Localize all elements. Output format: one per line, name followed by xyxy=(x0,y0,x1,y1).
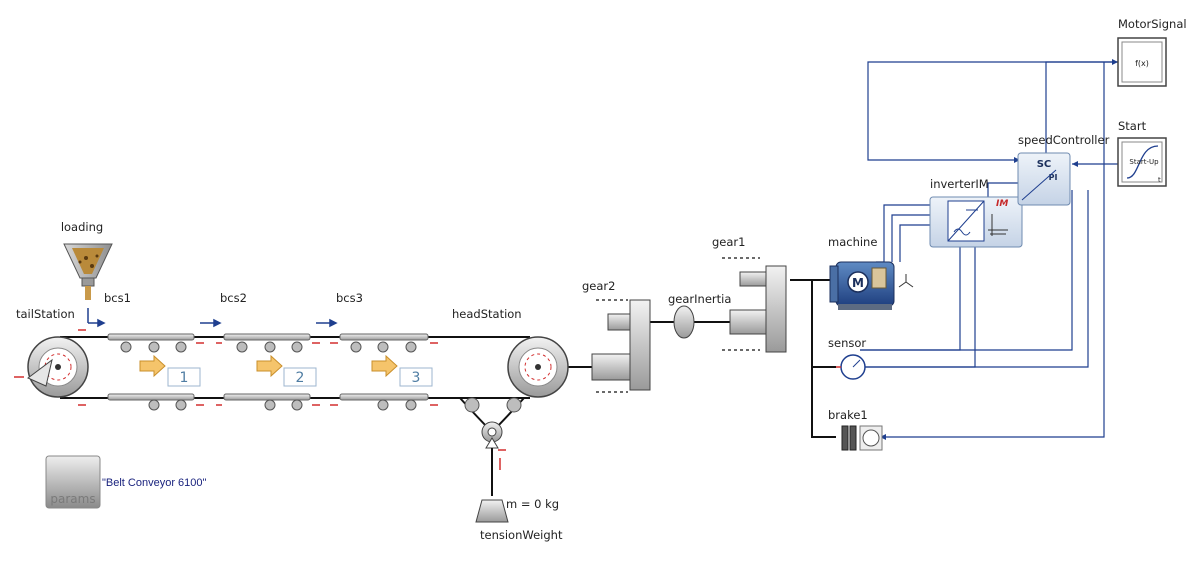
label-tail-station: tailStation xyxy=(16,307,75,321)
svg-text:IM: IM xyxy=(996,199,1008,209)
inverter-block[interactable]: IM xyxy=(929,196,1023,248)
svg-text:PI: PI xyxy=(1049,173,1058,182)
arrow-icon xyxy=(1072,161,1078,167)
gear-inertia-icon[interactable] xyxy=(673,305,695,339)
speed-controller-block[interactable]: SC PI xyxy=(1017,152,1071,206)
label-tension-weight: tensionWeight xyxy=(480,528,563,542)
segment-arrows xyxy=(87,308,338,328)
svg-text:params: params xyxy=(50,492,95,506)
params-block[interactable]: params xyxy=(45,455,101,509)
label-belt-name: "Belt Conveyor 6100" xyxy=(102,477,207,489)
label-motor-signal: MotorSignal xyxy=(1118,17,1187,31)
gear2-icon[interactable] xyxy=(591,299,651,393)
label-gear2: gear2 xyxy=(582,279,615,293)
label-speed-controller: speedController xyxy=(1018,133,1110,147)
motor-icon[interactable]: M xyxy=(829,261,914,310)
label-bcs3: bcs3 xyxy=(336,291,363,305)
svg-text:t: t xyxy=(1158,176,1161,184)
label-bcs1: bcs1 xyxy=(104,291,131,305)
flow-arrow-icon xyxy=(256,354,283,378)
label-gear1: gear1 xyxy=(712,235,745,249)
gear1-icon[interactable] xyxy=(722,257,787,353)
section-box xyxy=(283,367,317,387)
idler-rollers xyxy=(120,341,522,413)
flow-arrow-icon xyxy=(371,354,398,378)
tension-pulley-icon[interactable] xyxy=(481,421,503,496)
section-box xyxy=(167,367,201,387)
start-block[interactable]: Start-Up t xyxy=(1117,137,1167,187)
svg-text:f(x): f(x) xyxy=(1135,59,1149,68)
label-machine: machine xyxy=(828,235,877,249)
signal-wires xyxy=(856,61,1118,438)
label-brake: brake1 xyxy=(828,408,868,422)
section-number: 3 xyxy=(412,370,421,386)
speed-sensor-icon[interactable] xyxy=(836,354,866,380)
tension-weight-icon[interactable] xyxy=(475,458,509,523)
label-inverter: inverterIM xyxy=(930,177,989,191)
section-box xyxy=(399,367,433,387)
label-loading: loading xyxy=(61,220,103,234)
flow-arrow-icon xyxy=(139,354,166,378)
svg-text:Start-Up: Start-Up xyxy=(1129,158,1159,166)
tail-pulley-icon[interactable] xyxy=(27,336,89,398)
section-number: 2 xyxy=(296,370,305,386)
belt-connectors xyxy=(14,329,506,451)
motor-signal-block[interactable]: f(x) xyxy=(1117,37,1167,87)
label-mass: m = 0 kg xyxy=(506,497,559,511)
arrow-icon xyxy=(1014,157,1020,163)
section-number: 1 xyxy=(180,370,189,386)
label-head-station: headStation xyxy=(452,307,522,321)
svg-text:M: M xyxy=(852,276,864,290)
svg-text:SC: SC xyxy=(1037,159,1052,170)
brake-icon[interactable] xyxy=(841,425,883,451)
head-pulley-icon[interactable] xyxy=(507,336,569,398)
loading-hopper-icon[interactable] xyxy=(63,243,113,300)
arrow-icon xyxy=(1112,59,1118,65)
label-gear-inertia: gearInertia xyxy=(668,292,731,306)
arrow-icon xyxy=(880,434,886,440)
label-sensor: sensor xyxy=(828,336,866,350)
label-start: Start xyxy=(1118,119,1147,133)
label-bcs2: bcs2 xyxy=(220,291,247,305)
